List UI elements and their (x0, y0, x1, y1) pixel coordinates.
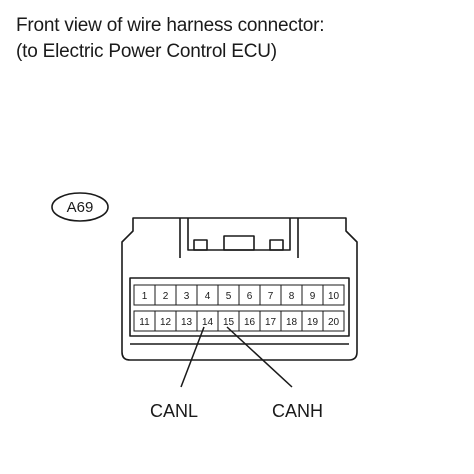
caption-line-2: (to Electric Power Control ECU) (16, 41, 277, 62)
connector-housing (121, 217, 358, 278)
pin-number-7: 7 (268, 291, 274, 302)
pin-number-3: 3 (184, 291, 190, 302)
pin-number-17: 17 (265, 317, 277, 328)
pin-number-6: 6 (247, 291, 253, 302)
connector-latch-notch-right (269, 239, 284, 251)
pin-number-10: 10 (328, 291, 340, 302)
canl-leader-line (180, 326, 205, 388)
pin-cell-20 (322, 310, 345, 332)
connector-latch-notch-left (193, 239, 208, 251)
pin-number-19: 19 (307, 317, 319, 328)
pin-cell-10 (322, 284, 345, 306)
connector-housing-skirt (121, 278, 358, 361)
pin-grid-frame (129, 277, 350, 337)
pin-number-9: 9 (310, 291, 316, 302)
connector-tag-label: A69 (67, 199, 94, 216)
pin-number-11: 11 (139, 317, 150, 328)
connector-latch (179, 218, 299, 258)
caption-line-1: Front view of wire harness connector: (16, 15, 325, 36)
canh-label: CANH (272, 401, 323, 421)
pin-number-13: 13 (181, 317, 193, 328)
pin-number-12: 12 (160, 317, 172, 328)
pin-number-2: 2 (163, 291, 169, 302)
pin-number-14: 14 (202, 317, 214, 328)
canl-label: CANL (150, 401, 198, 421)
pin-number-4: 4 (205, 291, 211, 302)
pin-number-16: 16 (244, 317, 256, 328)
canh-leader-line (226, 326, 293, 388)
pin-number-8: 8 (289, 291, 295, 302)
pin-number-18: 18 (286, 317, 298, 328)
connector-latch-notch-center (223, 235, 255, 251)
pin-number-1: 1 (142, 291, 148, 302)
pin-number-20: 20 (328, 317, 340, 328)
connector-tag-oval (51, 192, 109, 222)
pin-number-15: 15 (223, 317, 235, 328)
pin-number-5: 5 (226, 291, 232, 302)
